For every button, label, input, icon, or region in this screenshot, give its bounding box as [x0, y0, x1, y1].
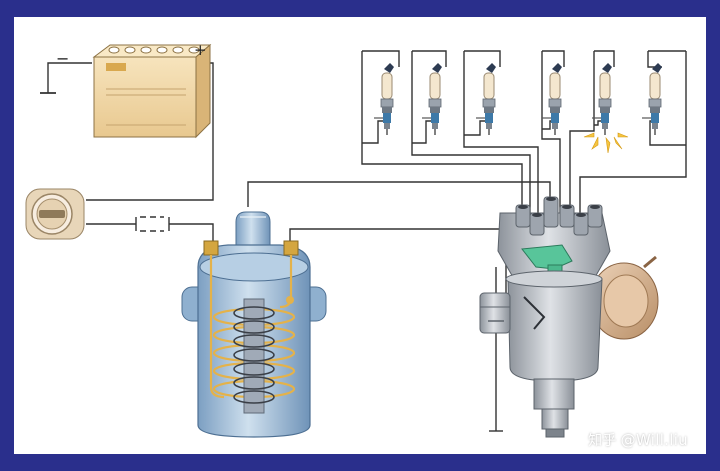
- spark-plug-4: [541, 62, 563, 136]
- spark-plug-6: [641, 62, 663, 136]
- spark-plug-3: [475, 62, 497, 136]
- vacuum-advance-unit: [546, 255, 659, 340]
- ignition-switch-icon: [25, 188, 85, 240]
- distributor-icon: [479, 196, 659, 438]
- battery-negative-label: −: [56, 49, 69, 68]
- spark-icon: [583, 132, 629, 154]
- watermark-handle: @Will.liu: [620, 431, 688, 449]
- battery-icon: − +: [56, 41, 212, 139]
- diagram-frame: − +: [14, 17, 706, 454]
- spark-plug-5: [591, 62, 613, 136]
- spark-plug-2: [421, 62, 443, 136]
- wiring: [40, 50, 687, 432]
- ballast-resistor: [135, 216, 170, 232]
- battery-positive-label: +: [194, 41, 207, 59]
- spark-plug-1: [373, 62, 395, 136]
- watermark-brand: 知乎: [588, 433, 617, 449]
- rotor: [521, 244, 573, 270]
- ignition-system-diagram: − +: [25, 41, 687, 438]
- capacitor-icon: [479, 292, 511, 334]
- ignition-coil-icon: [181, 211, 327, 438]
- watermark: 知乎@Will.liu: [588, 430, 688, 450]
